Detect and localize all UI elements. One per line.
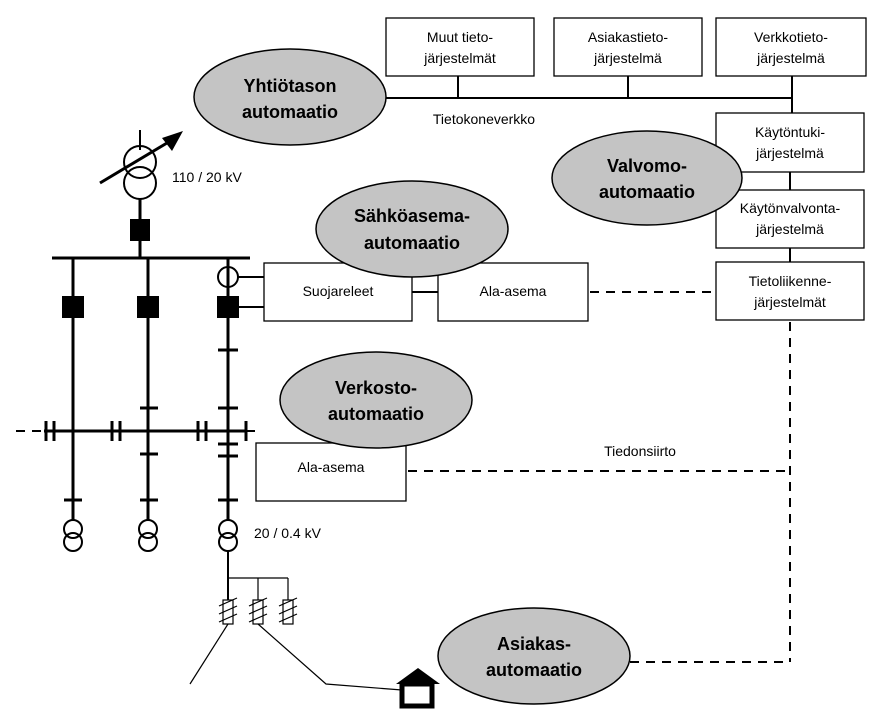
fuse-icon (218, 597, 238, 625)
svg-text:Verkkotieto-: Verkkotieto- (754, 29, 828, 45)
svg-text:järjestelmä: järjestelmä (755, 145, 824, 161)
svg-text:järjestelmä: järjestelmä (593, 50, 662, 66)
regulation-arrow-icon (99, 138, 173, 185)
svg-text:Verkosto-: Verkosto- (335, 378, 417, 398)
telecom-systems-box: Tietoliikenne- järjestelmät (715, 261, 865, 321)
svg-text:automaatio: automaatio (242, 102, 338, 122)
voltage-label-dist: 20 / 0.4 kV (254, 525, 322, 541)
svg-text:Asiakastieto-: Asiakastieto- (588, 29, 668, 45)
svg-text:Yhtiötason: Yhtiötason (244, 76, 337, 96)
svg-text:järjestelmät: järjestelmät (423, 50, 496, 66)
svg-text:Sähköasema-: Sähköasema- (354, 206, 470, 226)
svg-text:Suojareleet: Suojareleet (303, 283, 374, 299)
data-transfer-label: Tiedonsiirto (604, 443, 676, 459)
communication-links: Tiedonsiirto (408, 291, 791, 663)
svg-text:automaatio: automaatio (599, 182, 695, 202)
svg-text:Ala-asema: Ala-asema (480, 283, 547, 299)
fuse-icon (248, 597, 268, 625)
substation-rtu-box: Ala-asema (437, 262, 589, 322)
voltage-label-main: 110 / 20 kV (172, 169, 242, 185)
operation-monitoring-system-box: Käytönvalvonta- järjestelmä (715, 189, 865, 249)
svg-text:Käytöntuki-: Käytöntuki- (755, 124, 825, 140)
svg-text:järjestelmä: järjestelmä (755, 221, 824, 237)
network-info-system-box: Verkkotieto- järjestelmä (715, 17, 867, 77)
customer-info-system-box: Asiakastieto- järjestelmä (553, 17, 703, 77)
main-breaker-icon (130, 219, 150, 241)
transformer-110-20-icon (123, 145, 157, 179)
lv-line-to-customer (257, 623, 403, 691)
network-label: Tietokoneverkko (433, 111, 535, 127)
svg-text:Tietoliikenne-: Tietoliikenne- (749, 273, 832, 289)
svg-text:järjestelmä: järjestelmä (756, 50, 825, 66)
company-level-automation-ellipse: Yhtiötason automaatio (193, 48, 387, 146)
network-rtu-box: Ala-asema (255, 442, 407, 502)
control-room-automation-ellipse: Valvomo- automaatio (551, 130, 743, 226)
feeder-breaker-icon (137, 296, 159, 318)
operation-support-system-box: Käytöntuki- järjestelmä (715, 112, 865, 173)
electrical-network: 110 / 20 kV (16, 130, 440, 709)
open-point-icons (44, 421, 248, 441)
svg-text:Ala-asema: Ala-asema (298, 459, 365, 475)
other-info-systems-box: Muut tieto- järjestelmät (385, 17, 535, 77)
svg-text:automaatio: automaatio (364, 233, 460, 253)
svg-text:Käytönvalvonta-: Käytönvalvonta- (740, 200, 841, 216)
fuse-icon (278, 597, 298, 625)
distribution-transformer-icon (138, 519, 158, 552)
svg-text:automaatio: automaatio (486, 660, 582, 680)
network-automation-ellipse: Verkosto- automaatio (279, 351, 473, 449)
house-icon (396, 668, 440, 709)
substation-automation-ellipse: Sähköasema- automaatio (315, 180, 509, 278)
disconnector-icons (64, 348, 238, 502)
distribution-transformer-icon (218, 519, 238, 552)
svg-text:Muut tieto-: Muut tieto- (427, 29, 493, 45)
svg-text:Valvomo-: Valvomo- (607, 156, 687, 176)
feeder-breaker-icon (217, 296, 239, 318)
svg-text:Asiakas-: Asiakas- (497, 634, 571, 654)
lv-line (189, 623, 229, 685)
customer-automation-ellipse: Asiakas- automaatio (437, 607, 631, 705)
distribution-transformer-icon (63, 519, 83, 552)
svg-text:automaatio: automaatio (328, 404, 424, 424)
svg-text:järjestelmät: järjestelmät (753, 294, 826, 310)
feeder-breaker-icon (62, 296, 84, 318)
computer-network: Tietokoneverkko (382, 76, 793, 262)
